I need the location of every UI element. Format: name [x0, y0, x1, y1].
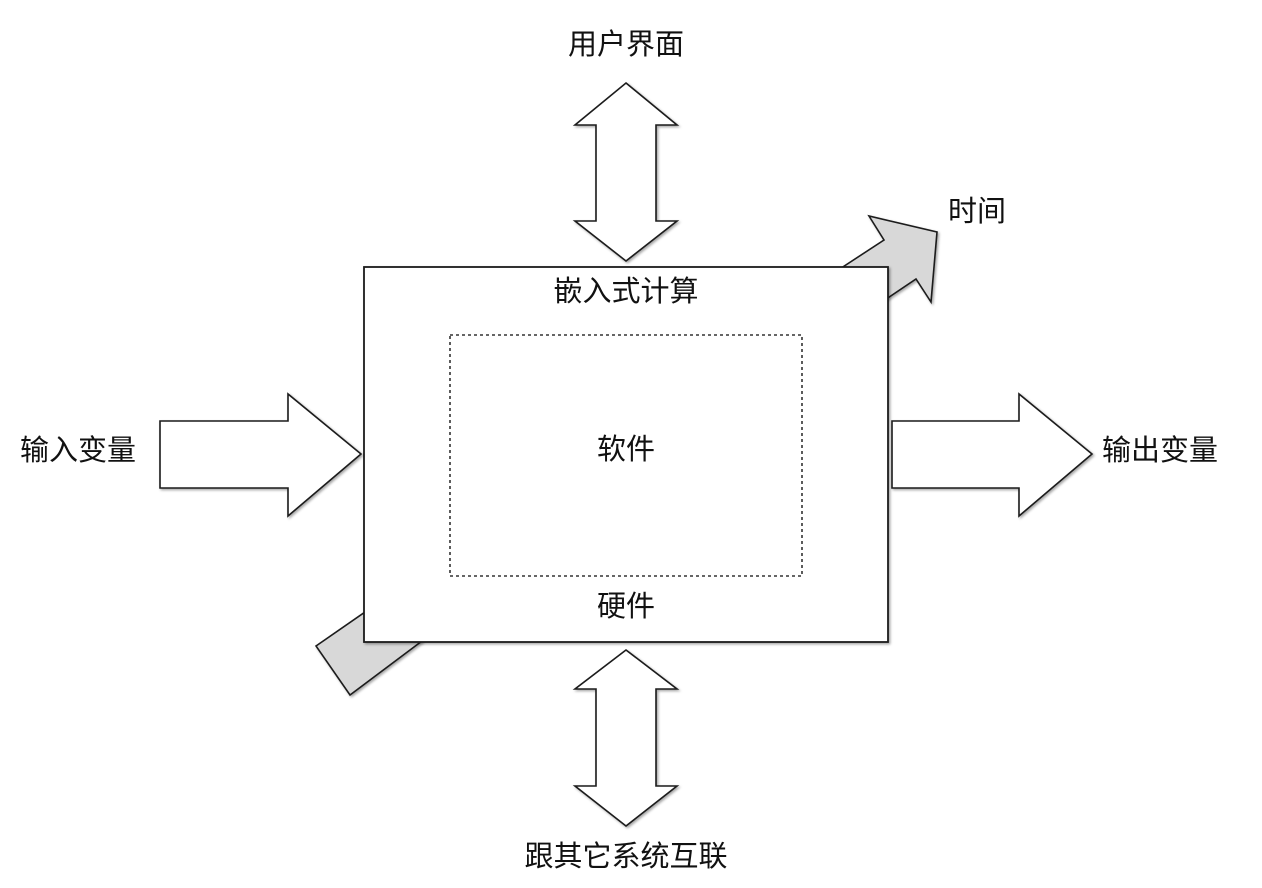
- input-arrow: [159, 392, 363, 518]
- label-time: 时间: [948, 194, 1006, 228]
- label-input-variables: 输入变量: [20, 433, 136, 467]
- label-embedded-computing: 嵌入式计算: [553, 274, 698, 308]
- interconnect-double-arrow: [572, 648, 680, 828]
- label-software: 软件: [597, 432, 655, 466]
- software-box: [449, 334, 803, 577]
- label-user-interface: 用户界面: [568, 27, 684, 61]
- label-hardware: 硬件: [597, 589, 655, 623]
- output-arrow: [891, 392, 1094, 518]
- user-interface-double-arrow: [572, 81, 680, 263]
- label-interconnect: 跟其它系统互联: [524, 839, 727, 873]
- label-output-variables: 输出变量: [1102, 433, 1218, 467]
